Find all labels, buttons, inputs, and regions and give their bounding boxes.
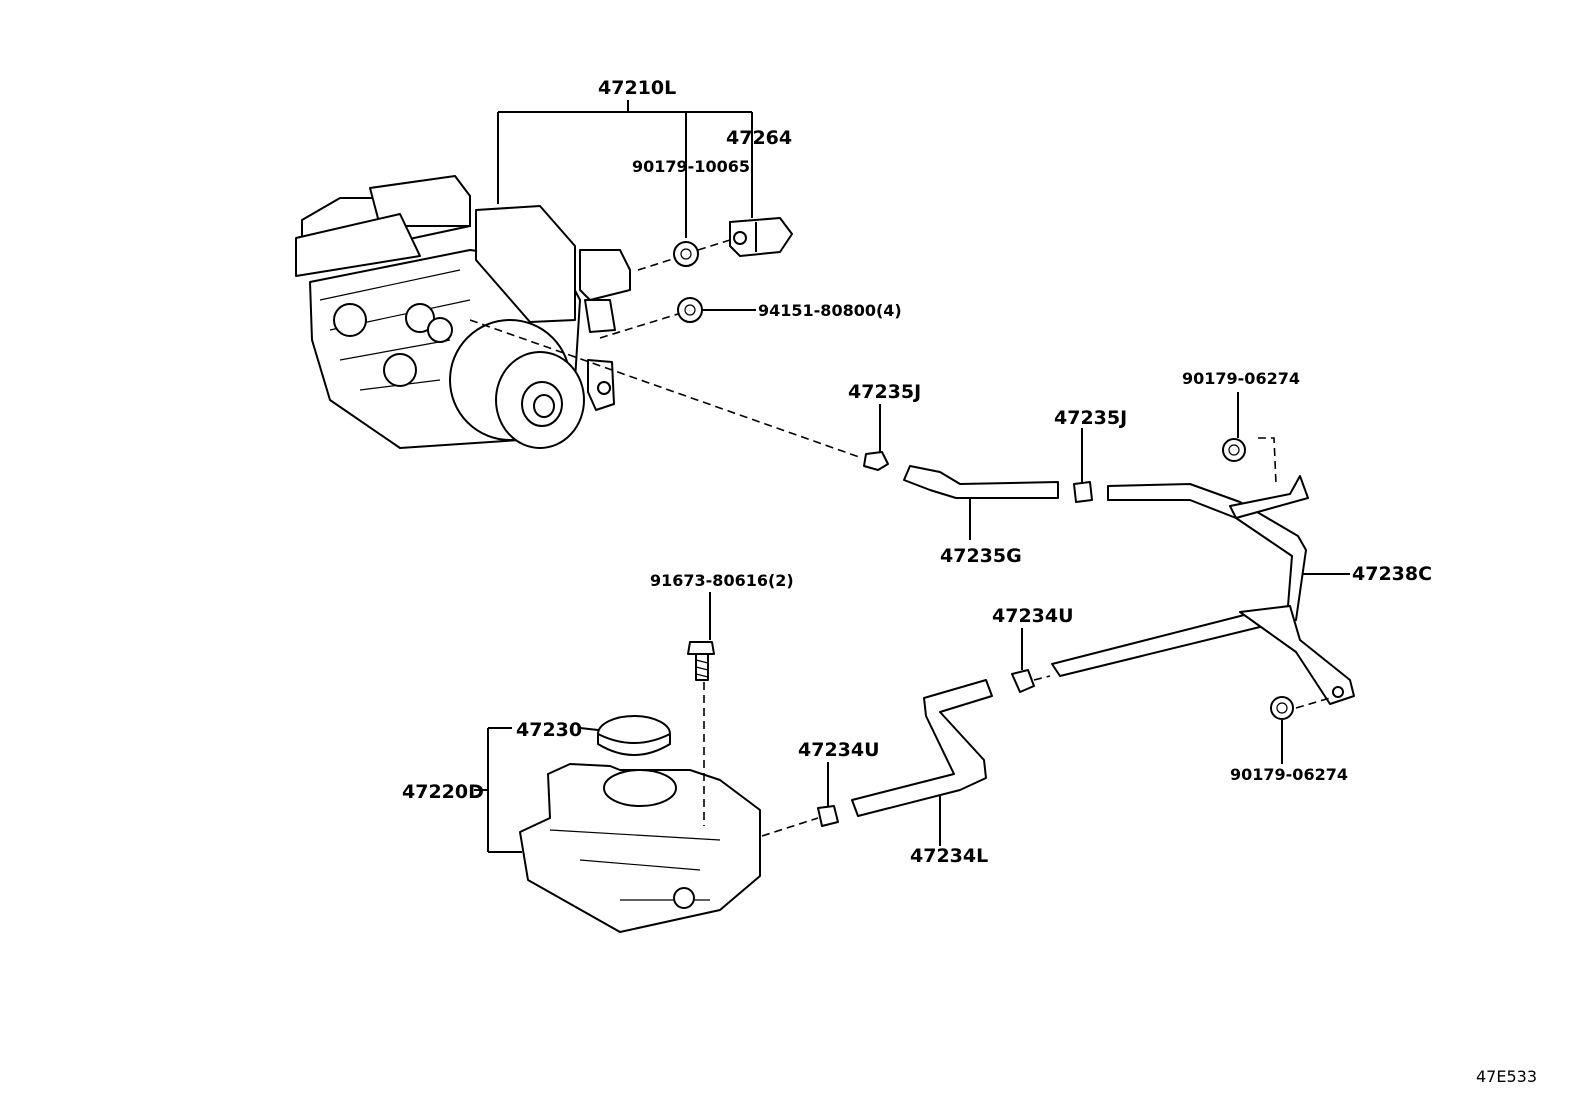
label-47235G: 47235G (940, 545, 1022, 567)
bolt-91673-80616 (687, 641, 715, 681)
dash-top-nut (1258, 437, 1277, 485)
label-47238C: 47238C (1352, 563, 1432, 585)
label-91673-80616: 91673-80616(2) (650, 571, 794, 590)
brake-actuator-assembly (295, 175, 631, 449)
leader-47230 (579, 727, 599, 731)
clip-47235J-2 (1073, 481, 1093, 503)
label-90179-06274-top: 90179-06274 (1182, 369, 1300, 388)
nut-90179-06274-bottom (1270, 696, 1294, 720)
label-47234L: 47234L (910, 845, 988, 867)
reservoir-47220D (519, 763, 761, 933)
label-90179-06274-bottom: 90179-06274 (1230, 765, 1348, 784)
pipe-47238C (1051, 475, 1355, 705)
clip-47234U-2 (817, 805, 839, 827)
dash-clip-reservoir (761, 817, 819, 837)
dash-actuator-clip (469, 319, 863, 459)
label-47235J-1: 47235J (848, 381, 921, 403)
dash-clip-pipe (1033, 675, 1051, 681)
figure-id: 47E533 (1476, 1067, 1537, 1086)
label-94151-80800: 94151-80800(4) (758, 301, 902, 320)
label-47210L: 47210L (598, 77, 676, 99)
nut-90179-10065 (673, 241, 699, 267)
dash-bolt-bracket (637, 239, 731, 271)
dash-bottom-nut (1295, 697, 1331, 709)
nut-94151-80800 (677, 297, 703, 323)
leader-47220D (474, 727, 522, 853)
label-47234U-1: 47234U (992, 605, 1074, 627)
hose-47235G (903, 465, 1059, 499)
leader-47210L (497, 100, 753, 238)
bracket-47264 (729, 217, 793, 257)
cap-47230 (597, 715, 671, 756)
nut-90179-06274-top (1222, 438, 1246, 462)
label-47235J-2: 47235J (1054, 407, 1127, 429)
label-47220D: 47220D (402, 781, 484, 803)
label-90179-10065: 90179-10065 (632, 157, 750, 176)
label-47230: 47230 (516, 719, 582, 741)
label-47264: 47264 (726, 127, 792, 149)
label-47234U-2: 47234U (798, 739, 880, 761)
dash-nut (599, 313, 679, 339)
hose-47234L (851, 679, 993, 817)
clip-47235J-1 (863, 451, 889, 471)
clip-47234U-1 (1011, 669, 1035, 693)
